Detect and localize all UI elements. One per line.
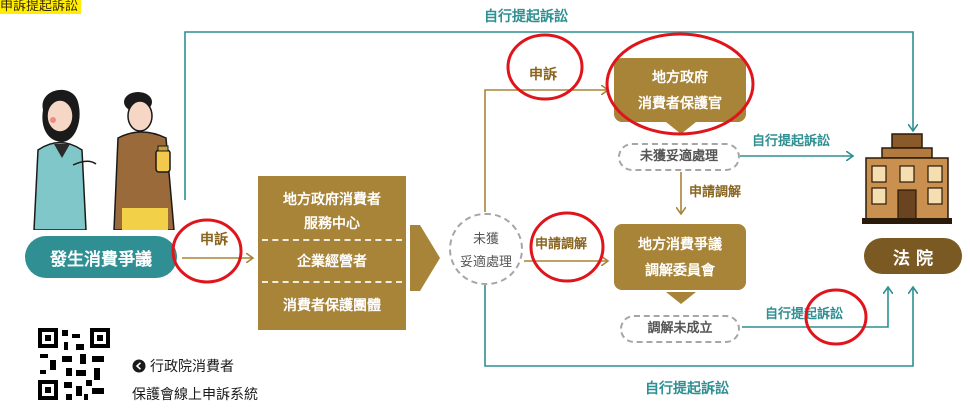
complaint-left-label: 申訴 (200, 232, 228, 248)
right-mid-lawsuit-label: 自行提起訴訟 (752, 134, 831, 149)
dispute-label: 發生消費爭議 (50, 249, 152, 270)
stack-item-business: 企業經營者 (297, 254, 367, 270)
qr-code[interactable] (36, 326, 112, 402)
not-handled-right-pill: 未獲妥適處理 (618, 143, 740, 171)
bottom-lawsuit-label: 自行提起訴訟 (645, 381, 729, 397)
gov-officer-box: 地方政府 消費者保護官 (614, 58, 746, 122)
stack-divider-2 (262, 281, 402, 283)
online-system-link[interactable]: 行政院消費者 保護會線上申訴系統 (132, 356, 258, 404)
people-illustration (33, 89, 175, 230)
stack-item-protection-group: 消費者保護團體 (283, 298, 381, 314)
mediation-failed-pill: 調解未成立 (620, 315, 740, 343)
complaint-upper-label: 申訴 (529, 67, 557, 83)
stack-item-consumer-center: 地方政府消費者 服務中心 (258, 176, 406, 239)
online-system-line1: 行政院消費者 (150, 359, 234, 375)
court-building-icon (862, 133, 952, 224)
stack-item1-line1: 地方政府消費者 (283, 192, 381, 208)
not-handled-pill: 未獲 妥適處理 (449, 213, 523, 285)
big-chevron-arrow (410, 225, 440, 291)
bottom-lawsuit-line (484, 285, 913, 367)
mediation-committee-box: 地方消費爭議 調解委員會 (614, 224, 746, 290)
mediation-committee-line1: 地方消費爭議 (638, 237, 722, 253)
court-badge: 法 院 (864, 238, 962, 274)
stack-item1-line2: 服務中心 (304, 216, 360, 232)
court-label: 法 院 (893, 248, 933, 269)
apply-mediation-mid-label: 申請調解 (535, 237, 588, 252)
mediation-down-chevron (666, 292, 696, 304)
not-handled-line2: 妥適處理 (459, 255, 512, 270)
gov-down-chevron (666, 122, 696, 134)
mediation-committee-line2: 調解委員會 (645, 263, 715, 279)
top-highlight-note: 申訴提起訴訟 (0, 0, 82, 14)
right-bottom-lawsuit-label: 自行提起訴訟 (765, 307, 844, 322)
apply-mediation-right-label: 申請調解 (689, 185, 742, 200)
not-handled-line1: 未獲 (472, 232, 499, 247)
gov-officer-line2: 消費者保護官 (638, 96, 722, 112)
right-bottom-lawsuit-line (742, 288, 888, 328)
circle-play-icon (132, 359, 146, 373)
dispute-badge: 發生消費爭議 (25, 236, 177, 278)
gov-officer-line1: 地方政府 (652, 70, 708, 86)
online-system-line2: 保護會線上申訴系統 (132, 387, 258, 403)
stack-divider-1 (262, 239, 402, 241)
top-lawsuit-line (184, 31, 913, 200)
complaint-upper-line (484, 90, 607, 212)
top-lawsuit-label: 自行提起訴訟 (484, 9, 568, 25)
center-stack: 地方政府消費者 服務中心 企業經營者 消費者保護團體 (258, 176, 406, 330)
